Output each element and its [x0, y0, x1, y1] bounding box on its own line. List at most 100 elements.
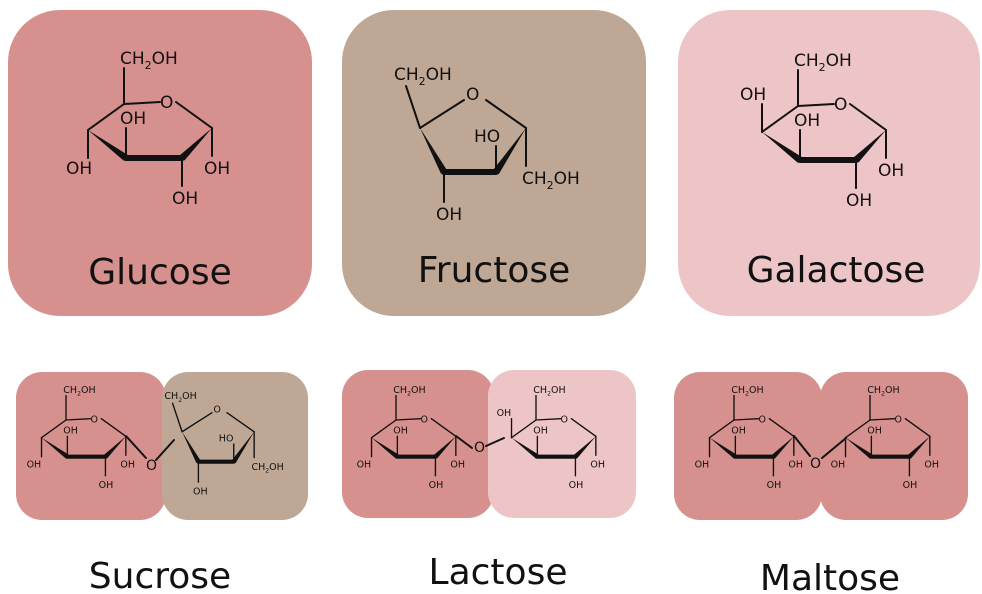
ring-right-wedge	[853, 130, 886, 163]
bond-path	[100, 417, 127, 438]
bond-path	[821, 437, 847, 459]
ring-right-wedge	[433, 436, 456, 459]
c4-oh-label: OH	[497, 408, 512, 419]
bond-path	[904, 417, 931, 438]
c2-oh-label: OH	[846, 191, 872, 211]
bond-path	[181, 412, 213, 433]
lactose-galactose-tile	[488, 370, 636, 518]
c3-oh-label: OH	[63, 426, 78, 437]
bond-path	[793, 435, 811, 457]
galactose-structure: O CH2OH OH OH OH OH	[740, 51, 904, 211]
bond-path	[455, 435, 473, 449]
c1-oh-label: OH	[878, 161, 904, 181]
sucrose-fructose-tile	[162, 372, 308, 520]
c4-oh-label: OH	[193, 486, 208, 497]
bond-line	[405, 85, 421, 129]
ring-oxygen-label: O	[90, 415, 98, 426]
ch2oh-label: CH2OH	[794, 51, 852, 74]
c1-oh-label: OH	[924, 460, 939, 471]
c4-oh-label: OH	[831, 460, 846, 471]
ring-oxygen-label: O	[213, 405, 221, 416]
sucrose-glucose-tile	[16, 372, 166, 520]
ring-right-wedge	[573, 436, 596, 459]
sucrose-glycosidic-link: O	[125, 435, 175, 474]
ring-oxygen-label: O	[560, 415, 568, 426]
galactose-name: Galactose	[747, 250, 926, 291]
c1-oh-label: OH	[450, 460, 465, 471]
c3-oh-label: OH	[533, 426, 548, 437]
bond-path	[768, 417, 795, 438]
ring-oxygen-label: O	[160, 93, 173, 113]
link-oxygen-label: O	[474, 440, 485, 456]
lactose-glucose-tile	[342, 370, 494, 518]
lactose-glycosidic-link: O	[455, 435, 505, 456]
ring-right-wedge	[907, 436, 930, 459]
bond-path	[849, 103, 887, 131]
ch2oh-label: CH2OH	[120, 49, 178, 72]
ring-oxygen-label: O	[466, 85, 479, 105]
maltose-name: Maltose	[760, 558, 900, 594]
c2-oh-label: OH	[903, 480, 918, 491]
c3-oh-label: OH	[120, 109, 146, 129]
c3-ho-label: HO	[474, 127, 500, 147]
sucrose-name: Sucrose	[89, 556, 231, 594]
bond-path	[419, 99, 465, 129]
glucose-tile	[8, 10, 312, 316]
ring-right-wedge	[103, 436, 126, 459]
c4-oh-label: OH	[357, 460, 372, 471]
c4-oh-label: OH	[695, 460, 710, 471]
bond-path	[226, 412, 255, 433]
c4-oh-label: OH	[436, 205, 462, 225]
bond-path	[485, 437, 505, 447]
ch2oh-label: CH2OH	[164, 391, 196, 404]
bond-path	[430, 417, 457, 438]
c2-oh-label: OH	[172, 189, 198, 209]
ring-left-wedge	[511, 437, 539, 459]
ring-left-wedge	[420, 128, 448, 174]
c2-oh-label: OH	[569, 480, 584, 491]
c2-oh-label: OH	[429, 480, 444, 491]
c3-oh-label: OH	[393, 426, 408, 437]
ring-oxygen-label: O	[758, 415, 766, 426]
ring-oxygen-label: O	[834, 95, 847, 115]
ring-right-wedge	[493, 128, 526, 174]
ch2oh-label: CH2OH	[867, 385, 899, 398]
ring-right-wedge	[771, 436, 794, 459]
ch2oh-label: CH2OH	[393, 385, 425, 398]
ring-oxygen-label: O	[894, 415, 902, 426]
ch2oh-label: CH2OH	[63, 385, 95, 398]
c3-oh-label: OH	[731, 426, 746, 437]
c1-oh-label: OH	[120, 460, 135, 471]
c1-oh-label: OH	[788, 460, 803, 471]
bond-path	[125, 435, 147, 459]
ch2oh-label: CH2OH	[731, 385, 763, 398]
c3-oh-label: OH	[794, 111, 820, 131]
ring-left-wedge	[88, 130, 129, 161]
c1-oh-label: OH	[590, 460, 605, 471]
ring-left-wedge	[41, 437, 69, 459]
lactose-name: Lactose	[429, 552, 568, 593]
ch2oh-label: CH2OH	[522, 169, 580, 192]
c4-oh-label: OH	[27, 460, 42, 471]
lactose-galactose-unit: O CH2OH OH OH OH OH	[497, 385, 605, 491]
c3-oh-label: OH	[867, 426, 882, 437]
ring-right-wedge	[231, 431, 255, 464]
ch2oh-label: CH2OH	[533, 385, 565, 398]
link-oxygen-label: O	[810, 456, 821, 472]
glucose-name: Glucose	[88, 252, 231, 293]
ring-left-wedge	[371, 437, 399, 459]
bond-path	[485, 99, 527, 129]
maltose-right-tile	[820, 372, 968, 520]
bond-line	[171, 402, 183, 433]
c4-oh-label: OH	[740, 85, 766, 105]
bond-path	[570, 417, 597, 438]
maltose-glucose-unit-2: O CH2OH OH OH OH OH	[831, 385, 939, 491]
link-oxygen-label: O	[146, 458, 157, 474]
bond-path	[155, 439, 175, 461]
